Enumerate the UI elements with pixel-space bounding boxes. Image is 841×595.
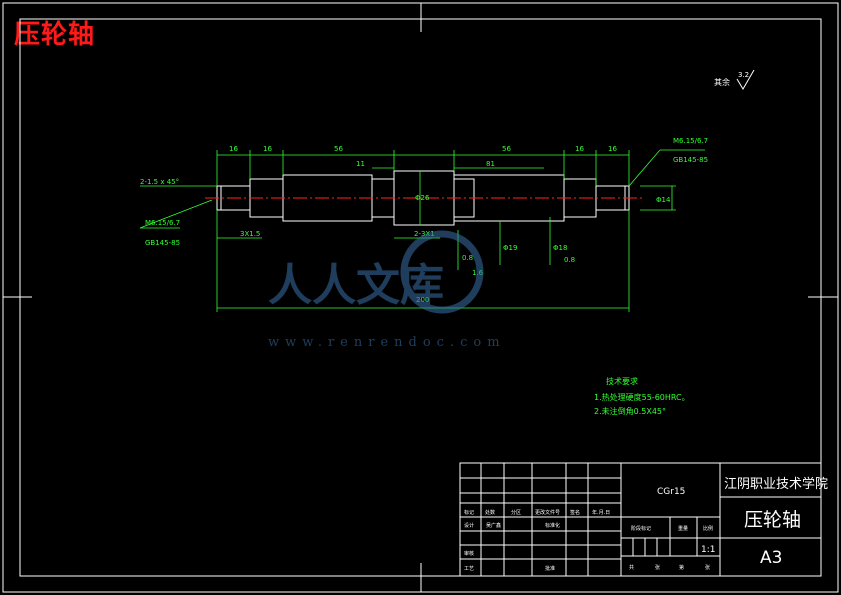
label-std: 标准化 [545, 522, 560, 529]
label-page: 第 [679, 564, 684, 571]
dim-std-left: GB145-85 [145, 239, 180, 247]
dim-tol-a: Φ19 [503, 244, 517, 252]
drawing-title: 压轮轴 [14, 20, 96, 50]
dim-ra-a: 0.8 [462, 254, 473, 262]
label-sheet: 张 [655, 564, 660, 571]
designer-name: 吴广鑫 [486, 522, 501, 529]
dim-tol-b: Φ18 [553, 244, 567, 252]
roughness-value: 3.2 [738, 71, 749, 79]
corner-note: 其余 [714, 77, 730, 87]
material: CGr15 [657, 487, 685, 497]
label-date: 年.月.日 [592, 509, 610, 516]
dim-16-right2: 16 [608, 145, 617, 153]
dim-56-right: 56 [502, 145, 511, 153]
label-design: 设计 [464, 522, 474, 529]
watermark-url: www.renrendoc.com [268, 335, 506, 350]
label-count: 处数 [485, 509, 495, 516]
dim-16-left: 16 [229, 145, 238, 153]
part-name: 压轮轴 [744, 509, 801, 531]
title-block [459, 462, 822, 577]
label-page-sheet: 张 [705, 564, 710, 571]
dim-16-left2: 16 [263, 145, 272, 153]
watermark-brand: 人人文库 [268, 260, 444, 311]
tech-req-item1: 1.热处理硬度55-60HRC。 [594, 392, 690, 402]
dim-groove-left: 3X1.5 [240, 230, 260, 238]
dim-56-top: 56 [334, 145, 343, 153]
label-weight: 重量 [678, 525, 688, 532]
dim-dia-mid: Φ26 [415, 194, 430, 202]
label-sign: 签名 [570, 509, 580, 516]
dim-81: 81 [486, 160, 495, 168]
dim-16-right: 16 [575, 145, 584, 153]
label-process: 工艺 [464, 566, 474, 572]
label-doc-no: 更改文件号 [535, 509, 560, 516]
watermark: 人人文库 www.renrendoc.com [268, 230, 506, 350]
label-ratio: 比例 [703, 525, 713, 532]
sheet-size: A3 [760, 548, 782, 568]
dim-groove-mid: 2-3X1 [414, 230, 435, 238]
label-mark: 标记 [464, 509, 474, 516]
label-stage-mark: 阶段标记 [631, 525, 651, 532]
scale-value: 1:1 [701, 545, 715, 555]
dim-11: 11 [356, 160, 365, 168]
dim-std-right: GB145-85 [673, 156, 708, 164]
dim-thread-right: M6.15/6.7 [673, 137, 708, 145]
tech-req-heading: 技术要求 [606, 376, 638, 386]
dim-dia-right: Φ14 [656, 196, 671, 204]
label-approve: 批准 [545, 565, 555, 572]
school-name: 江阴职业技术学院 [724, 476, 828, 492]
dim-200: 200 [416, 296, 429, 304]
roughness-symbol-icon [736, 69, 755, 90]
dim-chamfer-left: 2-1.5 x 45° [140, 178, 179, 186]
label-review: 审核 [464, 550, 474, 557]
dim-thread-left: M6.15/6.7 [145, 219, 180, 227]
watermark-circle-icon [400, 230, 484, 314]
dim-ra-c: 0.8 [564, 256, 575, 264]
tech-req-item2: 2.未注倒角0.5X45° [594, 406, 666, 416]
label-total: 共 [629, 564, 634, 571]
label-zone: 分区 [511, 509, 521, 516]
dimension-lines [139, 149, 705, 312]
